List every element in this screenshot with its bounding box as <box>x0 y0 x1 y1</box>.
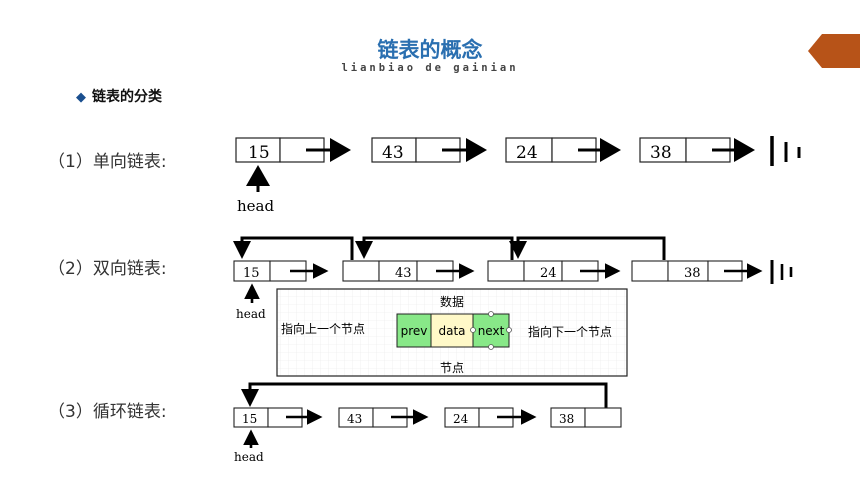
doubly-linked-list-label: （2）双向链表: <box>48 259 167 279</box>
circular-node-4: 38 <box>550 407 622 428</box>
diamond-bullet-icon: ◆ <box>76 90 86 105</box>
doubly-node-1: 15 <box>233 260 307 282</box>
singly-node-value: 38 <box>650 143 672 163</box>
selection-handle-icon <box>470 311 512 350</box>
page-subtitle: lianbiao de gainian <box>341 62 519 74</box>
node-data-label: 数据 <box>440 294 464 309</box>
null-terminator-icon <box>770 136 801 166</box>
circular-return-arrow <box>241 382 608 408</box>
section-heading: ◆ 链表的分类 <box>76 86 162 106</box>
data-field-label: data <box>438 324 465 338</box>
doubly-node-4: 38 <box>631 260 743 282</box>
circular-node-value: 38 <box>559 412 574 426</box>
doubly-node-value: 15 <box>243 266 260 281</box>
doubly-node-value: 43 <box>395 266 412 281</box>
singly-node-4: 38 <box>639 137 731 163</box>
prev-pointer-caption: 指向上一个节点 <box>281 321 365 336</box>
section-heading-text: 链表的分类 <box>92 89 162 105</box>
doubly-node-value: 38 <box>684 266 701 281</box>
page-title: 链表的概念 <box>377 38 483 62</box>
singly-node-2: 43 <box>371 137 461 163</box>
singly-linked-list: 15 43 24 38 head <box>235 136 801 215</box>
circular-node-1: 15 <box>233 407 303 428</box>
head-label: head <box>236 307 266 321</box>
prev-field-label: prev <box>401 324 428 338</box>
prev-link-arrow <box>355 236 514 260</box>
next-pointer-caption: 指向下一个节点 <box>528 324 612 339</box>
singly-linked-list-label: （1）单向链表: <box>48 152 167 172</box>
prev-link-arrow <box>233 236 354 260</box>
prev-link-arrow <box>509 236 666 260</box>
head-label: head <box>234 450 264 464</box>
circular-linked-list-label: （3）循环链表: <box>48 402 167 422</box>
circular-linked-list: 15 43 24 38 head <box>233 382 622 464</box>
singly-node-value: 15 <box>248 143 270 163</box>
circular-node-value: 24 <box>453 412 469 426</box>
singly-node-value: 24 <box>516 143 538 163</box>
circular-node-3: 24 <box>444 407 514 428</box>
decorative-tab-icon <box>808 34 860 68</box>
head-label: head <box>237 197 274 215</box>
null-terminator-icon <box>770 260 793 284</box>
doubly-node-2: 43 <box>342 260 454 282</box>
circular-node-value: 15 <box>242 412 257 426</box>
next-field-label: next <box>478 324 505 338</box>
circular-node-2: 43 <box>338 407 408 428</box>
circular-node-value: 43 <box>347 412 362 426</box>
singly-node-value: 43 <box>382 143 404 163</box>
node-structure-diagram: 数据 prev data next 指向上一个节点 指向下一个节点 节点 <box>276 288 628 377</box>
doubly-linked-list: 15 43 24 38 head <box>233 236 793 321</box>
doubly-node-value: 24 <box>540 266 557 281</box>
singly-node-3: 24 <box>505 137 597 163</box>
node-label: 节点 <box>440 361 464 375</box>
